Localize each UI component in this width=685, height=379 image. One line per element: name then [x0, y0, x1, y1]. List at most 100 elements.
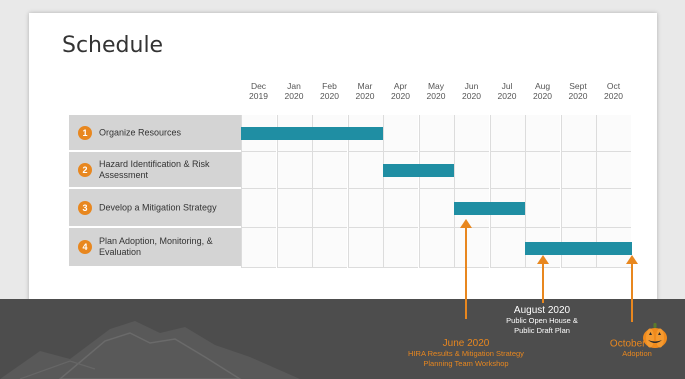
- grid-cell: [596, 189, 631, 228]
- grid-cell: [383, 189, 418, 228]
- grid-cell: [347, 189, 383, 228]
- year-label: 2020: [462, 91, 481, 101]
- grid-cell: [276, 228, 312, 268]
- june-milestone-title: June 2020: [442, 338, 490, 349]
- june-milestone-line2: Planning Team Workshop: [423, 359, 509, 368]
- task-number-badge: 2: [78, 162, 92, 177]
- grid-cell: [454, 152, 489, 189]
- grid-cell: [347, 228, 383, 268]
- slide-title: Schedule: [62, 33, 164, 58]
- month-label: Jun: [464, 81, 479, 91]
- month-label: Apr: [393, 81, 408, 91]
- june-milestone-arrow: [460, 219, 472, 228]
- month-label: Jan: [287, 81, 301, 91]
- task-bar: [383, 164, 454, 177]
- task-label: Organize Resources: [99, 127, 182, 137]
- task-label-cell: 1 Organize Resources: [69, 115, 241, 152]
- year-label: 2020: [497, 91, 517, 101]
- year-label: 2020: [391, 91, 410, 101]
- grid-cell: [383, 115, 418, 152]
- grid-cell: [276, 152, 312, 189]
- grid-cell: [489, 115, 525, 152]
- month-label: Aug: [534, 81, 551, 91]
- grid-cell: [276, 189, 312, 228]
- month-label: Feb: [322, 81, 337, 91]
- task-number-badge: 3: [78, 200, 92, 215]
- task-number-badge: 4: [78, 240, 92, 254]
- october-milestone-arrow: [626, 255, 638, 264]
- month-label: Dec: [250, 81, 267, 91]
- october-milestone-line: [631, 262, 633, 322]
- task-row: 2 Hazard Identification & Risk Assessment: [69, 152, 639, 189]
- month-label: Sept: [569, 81, 587, 91]
- grid-cell: [560, 189, 596, 228]
- grid-cell: [525, 189, 560, 228]
- month-label: May: [427, 81, 445, 91]
- august-milestone-line2: Public Draft Plan: [514, 326, 570, 335]
- task-row: 3 Develop a Mitigation Strategy: [69, 189, 639, 228]
- task-row: 1 Organize Resources: [69, 115, 639, 152]
- october-milestone-line1: Adoption: [622, 349, 652, 359]
- grid-cell: [525, 115, 560, 152]
- year-label: 2020: [533, 91, 552, 101]
- year-label: 2020: [604, 91, 623, 101]
- june-milestone-callout: June 2020 HIRA Results & Mitigation Stra…: [372, 338, 560, 369]
- task-bar: [241, 127, 383, 140]
- grid-cell: [454, 115, 489, 152]
- pumpkin-icon: [643, 323, 667, 348]
- grid-cell: [347, 152, 383, 189]
- footer-banner: [0, 299, 685, 379]
- task-bar: [454, 202, 525, 215]
- task-number-badge: 1: [78, 125, 92, 140]
- task-label: Hazard Identification & Risk Assessment: [99, 158, 210, 180]
- grid-cell: [383, 228, 418, 268]
- grid-cell: [560, 152, 596, 189]
- task-label-cell: 3 Develop a Mitigation Strategy: [69, 189, 241, 228]
- year-label: 2020: [320, 91, 339, 101]
- year-label: 2020: [284, 91, 304, 101]
- grid-cell: [241, 228, 276, 268]
- august-milestone-callout: August 2020 Public Open House & Public D…: [488, 305, 596, 336]
- gantt-header-blank: [69, 75, 241, 115]
- month-label: Jul: [501, 81, 513, 91]
- month-label: Oct: [606, 81, 621, 91]
- grid-cell: [418, 189, 454, 228]
- task-label-cell: 4 Plan Adoption, Monitoring, & Evaluation: [69, 228, 241, 268]
- august-milestone-line1: Public Open House &: [506, 316, 578, 325]
- year-label: 2019: [249, 91, 268, 101]
- grid-cell: [312, 152, 347, 189]
- june-milestone-line: [465, 226, 467, 319]
- year-label: 2020: [568, 91, 588, 101]
- grid-cell: [312, 228, 347, 268]
- grid-cell: [596, 115, 631, 152]
- task-label-cell: 2 Hazard Identification & Risk Assessment: [69, 152, 241, 189]
- grid-cell: [418, 115, 454, 152]
- grid-cell: [312, 189, 347, 228]
- task-label: Plan Adoption, Monitoring, & Evaluation: [99, 236, 213, 257]
- grid-cell: [596, 152, 631, 189]
- task-bar: [525, 242, 632, 255]
- year-label: 2020: [426, 91, 446, 101]
- june-milestone-line1: HIRA Results & Mitigation Strategy: [408, 349, 524, 358]
- august-milestone-line: [542, 262, 544, 303]
- grid-cell: [560, 115, 596, 152]
- grid-cell: [489, 152, 525, 189]
- grid-cell: [525, 152, 560, 189]
- year-label: 2020: [355, 91, 375, 101]
- grid-cell: [454, 228, 489, 268]
- october-milestone-title-main: October 31: [609, 338, 660, 350]
- task-label: Develop a Mitigation Strategy: [99, 202, 217, 212]
- grid-cell: [489, 228, 525, 268]
